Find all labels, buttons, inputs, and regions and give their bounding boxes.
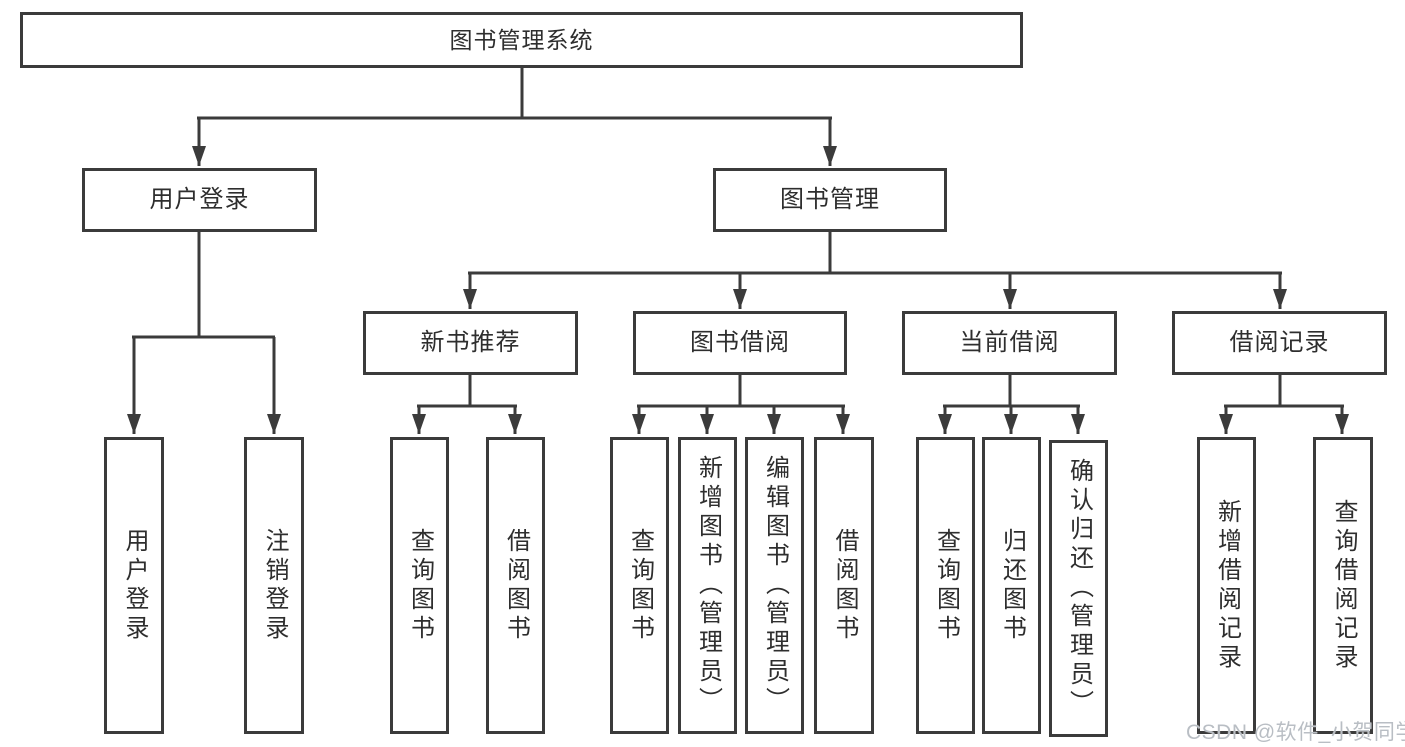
node-leaf-label: 查询图书 (626, 527, 654, 644)
node-root-label: 图书管理系统 (449, 26, 594, 53)
node-current-borrowing: 当前借阅 (902, 311, 1117, 375)
node-leaf-query-books: 查询图书 (916, 437, 975, 734)
node-leaf-query-books: 查询图书 (610, 437, 669, 734)
node-new-book-recommendation-label: 新书推荐 (420, 329, 521, 356)
node-leaf-borrow-books: 借阅图书 (486, 437, 545, 734)
node-user-login: 用户登录 (82, 168, 317, 232)
node-new-book-recommendation: 新书推荐 (363, 311, 578, 375)
node-leaf-label: 查询图书 (406, 527, 434, 644)
node-root: 图书管理系统 (20, 12, 1023, 68)
node-leaf-label: 确认归还（管理员） (1065, 458, 1093, 719)
node-borrowing-records-label: 借阅记录 (1229, 329, 1330, 356)
node-leaf-label: 查询图书 (932, 527, 960, 644)
node-leaf-add-books-admin: 新增图书（管理员） (678, 437, 737, 734)
node-book-borrowing-label: 图书借阅 (690, 329, 790, 356)
node-leaf-label: 注销登录 (261, 527, 288, 644)
node-leaf-label: 归还图书 (998, 527, 1026, 644)
node-leaf-logout: 注销登录 (244, 437, 304, 734)
node-leaf-query-books: 查询图书 (390, 437, 449, 734)
node-leaf-add-borrow-record: 新增借阅记录 (1197, 437, 1256, 734)
node-current-borrowing-label: 当前借阅 (959, 329, 1060, 356)
node-leaf-label: 新增借阅记录 (1213, 498, 1241, 673)
node-leaf-user-login: 用户登录 (104, 437, 164, 734)
node-leaf-label: 新增图书（管理员） (694, 455, 722, 716)
node-leaf-label: 用户登录 (121, 527, 148, 644)
node-leaf-query-borrow-record: 查询借阅记录 (1313, 437, 1373, 734)
node-user-login-label: 用户登录 (149, 186, 250, 213)
watermark: CSDN @软件_小贺同学 (1186, 721, 1405, 744)
node-leaf-label: 编辑图书（管理员） (761, 455, 789, 716)
node-book-management: 图书管理 (713, 168, 947, 232)
node-leaf-label: 查询借阅记录 (1330, 498, 1357, 673)
node-book-management-label: 图书管理 (780, 186, 880, 213)
node-leaf-confirm-return-admin: 确认归还（管理员） (1049, 440, 1108, 737)
node-leaf-label: 借阅图书 (831, 527, 858, 644)
node-leaf-label: 借阅图书 (502, 527, 530, 644)
node-book-borrowing: 图书借阅 (633, 311, 847, 375)
node-leaf-return-books: 归还图书 (982, 437, 1041, 734)
node-leaf-borrow-books: 借阅图书 (814, 437, 874, 734)
node-leaf-edit-books-admin: 编辑图书（管理员） (745, 437, 804, 734)
node-borrowing-records: 借阅记录 (1172, 311, 1387, 375)
